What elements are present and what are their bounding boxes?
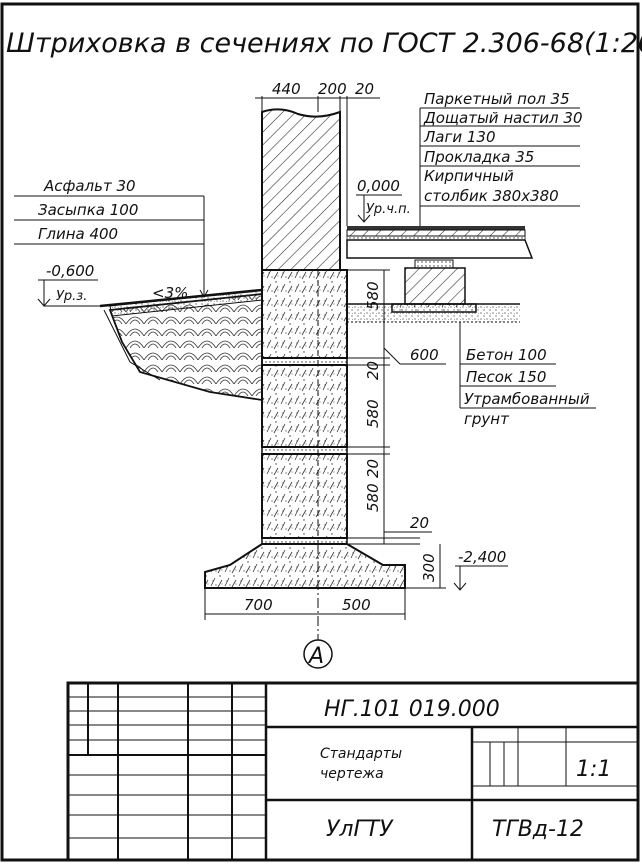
ground-level-value: -0,600 bbox=[46, 262, 94, 280]
floor-layer-3: Лаги 130 bbox=[423, 128, 496, 146]
dim-top-20: 20 bbox=[355, 80, 374, 98]
floor-construction bbox=[346, 226, 534, 323]
drawing-title: Штриховка в сечениях по ГОСТ 2.306-68(1:… bbox=[6, 28, 642, 59]
floor-level-value: 0,000 bbox=[357, 177, 400, 195]
footing-slab bbox=[204, 543, 406, 589]
subfloor-layer-1: Бетон 100 bbox=[466, 346, 547, 364]
outside-layer-3: Глина 400 bbox=[38, 225, 118, 243]
dim-v-20-b: 20 bbox=[364, 459, 382, 478]
title-block: НГ.101 019.000 Стандарты чертежа 1:1 УлГ… bbox=[66, 681, 640, 862]
subfloor-layer-2: Песок 150 bbox=[466, 368, 546, 386]
dim-top-440: 440 bbox=[272, 80, 301, 98]
floor-layer-2: Дощатый настил 30 bbox=[423, 109, 583, 127]
floor-level-label: Ур.ч.п. bbox=[366, 202, 411, 217]
ground-level-mark: -0,600 Ур.з. <3% bbox=[37, 262, 188, 307]
floor-layers-callout: Паркетный пол 35 Дощатый настил 30 Лаги … bbox=[419, 90, 583, 226]
floor-layer-4: Прокладка 35 bbox=[424, 148, 534, 166]
top-dimensions: 440 200 20 bbox=[255, 80, 380, 226]
outside-layers-callout: Асфальт 30 Засыпка 100 Глина 400 bbox=[14, 177, 209, 299]
bottom-dimensions: 700 500 bbox=[204, 588, 406, 620]
axis-marker: А bbox=[303, 544, 333, 669]
ground-level-label: Ур.з. bbox=[56, 289, 87, 304]
dim-300: 300 bbox=[420, 553, 438, 582]
scale-value: 1:1 bbox=[576, 757, 611, 782]
subfloor-layer-4: грунт bbox=[464, 410, 510, 428]
floor-layer-5: Кирпичный bbox=[424, 167, 514, 185]
doc-name-line1: Стандарты bbox=[320, 746, 402, 762]
subfloor-layer-3: Утрамбованный bbox=[464, 390, 590, 408]
dim-v-580-a: 580 bbox=[364, 281, 382, 310]
axis-label: А bbox=[307, 644, 324, 669]
outside-layer-2: Засыпка 100 bbox=[38, 201, 138, 219]
dim-v-580-c: 580 bbox=[364, 483, 382, 512]
dim-600: 600 bbox=[410, 346, 439, 364]
base-level-mark: -2,400 bbox=[453, 548, 508, 591]
organization: УлГТУ bbox=[326, 817, 394, 842]
floor-level-mark: 0,000 Ур.ч.п. bbox=[356, 177, 411, 223]
doc-code: НГ.101 019.000 bbox=[324, 697, 500, 722]
subfloor-layers-callout: Бетон 100 Песок 150 Утрамбованный грунт bbox=[459, 322, 596, 428]
dim-v-20-a: 20 bbox=[364, 361, 382, 380]
outside-ground bbox=[99, 288, 263, 402]
base-level-value: -2,400 bbox=[458, 548, 506, 566]
dim-v-20-c: 20 bbox=[410, 514, 429, 532]
group-code: ТГВд-12 bbox=[492, 817, 584, 842]
floor-layer-1: Паркетный пол 35 bbox=[424, 90, 570, 108]
doc-name-line2: чертежа bbox=[320, 766, 384, 782]
slope-label: <3% bbox=[152, 284, 188, 302]
dim-v-580-b: 580 bbox=[364, 399, 382, 428]
vertical-dimensions: 580 20 580 20 580 20 600 300 bbox=[347, 269, 446, 589]
floor-layer-6: столбик 380х380 bbox=[424, 187, 559, 205]
outside-layer-1: Асфальт 30 bbox=[43, 177, 136, 195]
dim-bottom-700: 700 bbox=[244, 596, 273, 614]
dim-bottom-500: 500 bbox=[342, 596, 371, 614]
foundation-blocks bbox=[261, 269, 348, 545]
brick-wall bbox=[261, 108, 341, 271]
dim-top-200: 200 bbox=[318, 80, 347, 98]
